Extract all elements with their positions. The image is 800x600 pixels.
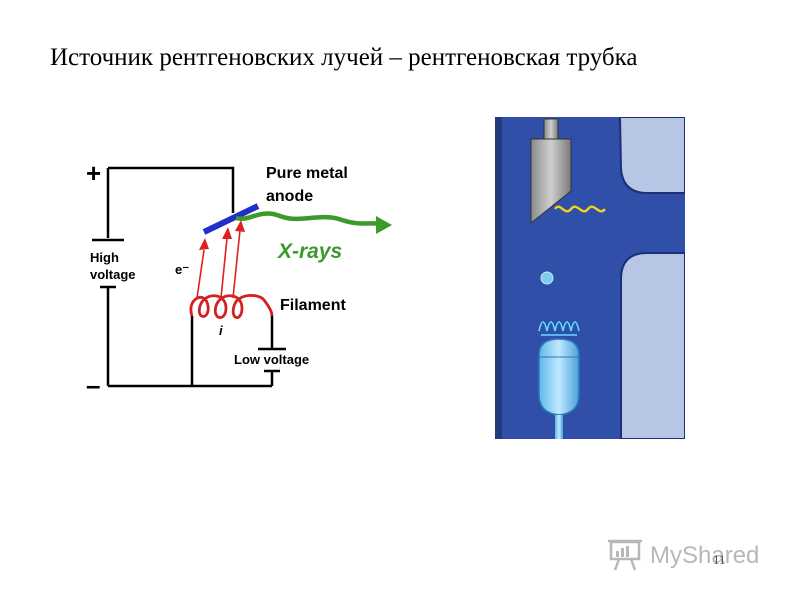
light-panel-lower [620, 252, 685, 439]
light-panel-upper [618, 117, 685, 194]
cathode-capsule [538, 338, 580, 416]
xray-wave [235, 211, 381, 227]
watermark: MyShared [608, 536, 768, 576]
high-voltage-battery [92, 238, 124, 289]
plus-sign: + [86, 158, 101, 188]
anode-label-line1: Pure metal [266, 165, 348, 182]
slide-title: Источник рентгеновских лучей – рентгенов… [50, 44, 638, 71]
high-voltage-label-line2: voltage [90, 267, 136, 282]
anode-stem [543, 118, 559, 140]
anode-target [530, 138, 572, 225]
cathode-coil [538, 321, 580, 336]
presentation-board-icon [608, 539, 642, 571]
minus-sign: – [86, 370, 100, 400]
electron-beam-arrows [196, 220, 245, 299]
anode-label-line2: anode [266, 188, 313, 205]
current-label: i [219, 323, 223, 338]
xray-tube-illustration [495, 117, 685, 439]
xray-squiggle [553, 205, 606, 213]
xrays-label: X-rays [277, 240, 342, 263]
filament-coil [189, 294, 274, 319]
circuit-wires [106, 166, 274, 388]
cathode-lead [555, 415, 563, 439]
low-voltage-label: Low voltage [234, 352, 309, 367]
xray-circuit-diagram: + – High voltage Pure metal anode X-rays… [86, 158, 392, 400]
xray-arrowhead [376, 216, 392, 234]
filament-label: Filament [280, 297, 346, 314]
tube-left-wall [495, 117, 502, 439]
anode-plate [202, 203, 260, 235]
watermark-text: MyShared [650, 542, 760, 569]
high-voltage-label-line1: High [90, 250, 119, 265]
page-number: 11 [713, 552, 726, 567]
low-voltage-battery [258, 347, 286, 373]
electron-label: e⁻ [175, 262, 189, 277]
electron-dot [540, 271, 554, 285]
